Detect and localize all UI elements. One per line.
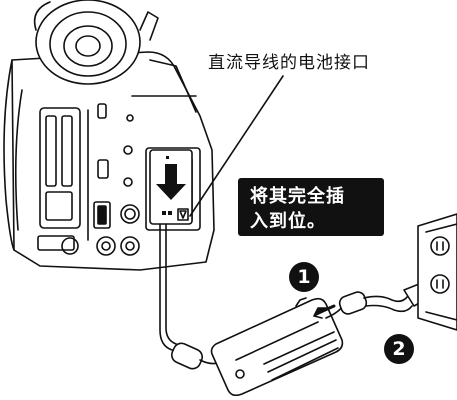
step-1-badge: 1 [289, 262, 319, 292]
ac-adapter [210, 297, 344, 397]
instruction-box [238, 178, 384, 236]
instruction-line-2: 入到位。 [250, 211, 326, 232]
dc-coupler [149, 149, 193, 225]
wall-outlet [417, 213, 457, 331]
camcorder [3, 0, 215, 271]
callout-leader [189, 75, 284, 217]
callout-label: 直流导线的电池接口 [208, 53, 370, 73]
dc-cable [159, 223, 223, 370]
instruction-line-1: 将其完全插 [250, 186, 345, 207]
step-2-badge: 2 [384, 334, 414, 364]
